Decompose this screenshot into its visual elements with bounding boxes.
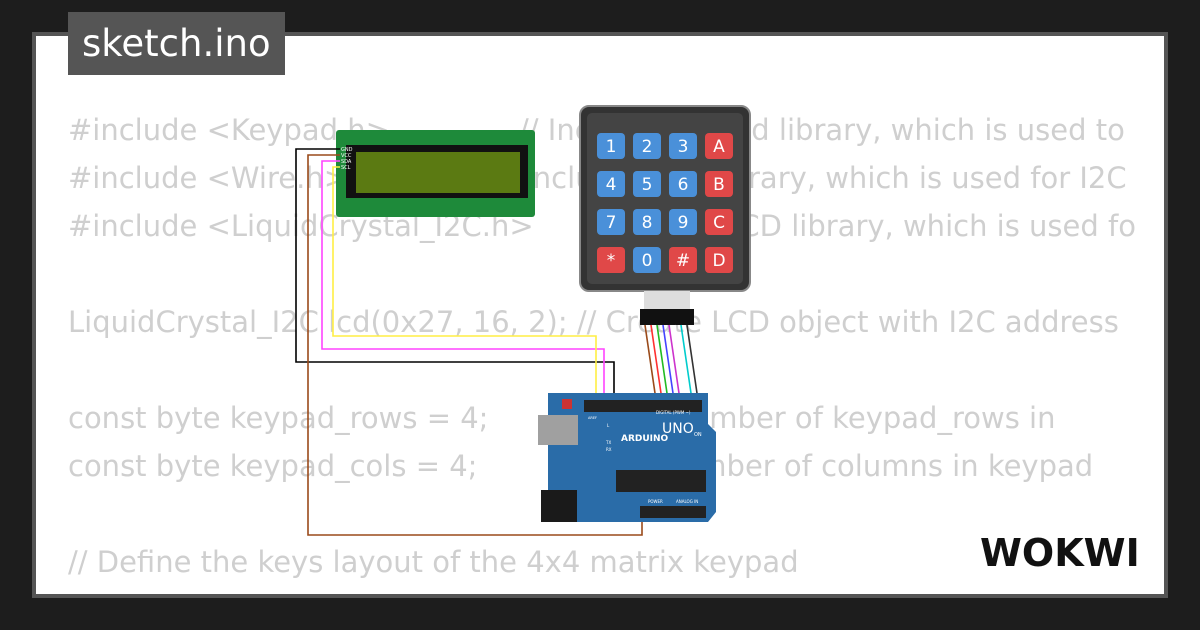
keypad-4x4[interactable]: 1 2 3 A 4 5 6 B 7 8 9 C * 0 # D bbox=[579, 105, 751, 325]
keypad-key[interactable]: # bbox=[669, 247, 697, 273]
tx-label: TX bbox=[605, 440, 611, 445]
keypad-key-label: 5 bbox=[642, 175, 653, 195]
keypad-key[interactable]: C bbox=[705, 209, 733, 235]
lcd-pin-scl: SCL bbox=[341, 165, 351, 171]
keypad-key[interactable]: * bbox=[597, 247, 625, 273]
keypad-wire bbox=[644, 324, 657, 401]
arduino-uno[interactable]: ARDUINO UNO DIGITAL (PWM ~) POWER ANALOG… bbox=[538, 393, 716, 522]
lcd-pin-gnd: GND bbox=[341, 147, 353, 153]
logo-text: WOKWI bbox=[980, 531, 1140, 575]
wire-vcc bbox=[307, 154, 643, 536]
keypad-key[interactable]: 9 bbox=[669, 209, 697, 235]
keypad-key-label: C bbox=[713, 213, 725, 233]
keypad-key-label: 6 bbox=[678, 175, 689, 195]
lcd-wires bbox=[295, 148, 643, 536]
file-tab[interactable]: sketch.ino bbox=[68, 12, 285, 75]
keypad-key[interactable]: 6 bbox=[669, 171, 697, 197]
lcd-pin-sda: SDA bbox=[341, 159, 352, 165]
keypad-wire bbox=[668, 324, 681, 401]
keypad-key[interactable]: D bbox=[705, 247, 733, 273]
arduino-model: UNO bbox=[662, 421, 694, 437]
l-label: L bbox=[607, 423, 610, 428]
keypad-key[interactable]: 3 bbox=[669, 133, 697, 159]
analog-label: ANALOG IN bbox=[676, 499, 698, 504]
keypad-key-label: 9 bbox=[678, 213, 689, 233]
keypad-key[interactable]: B bbox=[705, 171, 733, 197]
keypad-key[interactable]: 7 bbox=[597, 209, 625, 235]
power-jack bbox=[541, 490, 577, 522]
keypad-wire bbox=[680, 324, 693, 401]
code-line: // Define the keys layout of the 4x4 mat… bbox=[68, 545, 799, 579]
arduino-brand: ARDUINO bbox=[621, 434, 669, 444]
keypad-wire bbox=[686, 324, 699, 401]
keypad-wire bbox=[656, 324, 669, 401]
wokwi-logo: WOKWI bbox=[980, 531, 1140, 575]
keypad-key[interactable]: 8 bbox=[633, 209, 661, 235]
wire-gnd bbox=[295, 148, 615, 400]
lcd-pin-labels: GND VCC SDA SCL bbox=[341, 147, 353, 171]
digital-label: DIGITAL (PWM ~) bbox=[656, 410, 691, 415]
keypad-key-label: D bbox=[712, 251, 725, 271]
rx-label: RX bbox=[606, 447, 612, 452]
keypad-wire bbox=[662, 324, 675, 401]
keypad-key-label: 8 bbox=[642, 213, 653, 233]
power-label: POWER bbox=[648, 499, 663, 504]
keypad-key-label: 7 bbox=[606, 213, 617, 233]
keypad-key-label: * bbox=[607, 251, 616, 271]
keypad-key[interactable]: A bbox=[705, 133, 733, 159]
lcd-display[interactable]: GND VCC SDA SCL bbox=[336, 130, 535, 217]
keypad-key[interactable]: 1 bbox=[597, 133, 625, 159]
keypad-key[interactable]: 4 bbox=[597, 171, 625, 197]
keypad-key-label: 3 bbox=[678, 137, 689, 157]
aref-label: AREF bbox=[588, 416, 597, 420]
wire-sda bbox=[321, 160, 605, 400]
wire-scl bbox=[332, 166, 597, 400]
keypad-key-label: A bbox=[713, 137, 725, 157]
usb-port bbox=[538, 415, 578, 445]
keypad-key-label: 1 bbox=[606, 137, 617, 157]
atmega-chip bbox=[616, 470, 706, 492]
keypad-wire bbox=[674, 324, 687, 401]
code-line: char keys[keypad_rows][keypad_cols] = { bbox=[68, 586, 1136, 594]
keypad-key-label: 4 bbox=[606, 175, 617, 195]
keypad-wires bbox=[644, 324, 699, 401]
keypad-key-label: 0 bbox=[642, 251, 653, 271]
lcd-pin-vcc: VCC bbox=[341, 153, 352, 159]
keypad-key[interactable]: 5 bbox=[633, 171, 661, 197]
on-label: ON bbox=[694, 432, 702, 438]
power-analog-header bbox=[640, 506, 706, 518]
reset-button[interactable] bbox=[562, 399, 572, 409]
keypad-key-label: # bbox=[676, 251, 690, 271]
keypad-key-label: B bbox=[713, 175, 725, 195]
keypad-key-label: 2 bbox=[642, 137, 653, 157]
keypad-wire bbox=[650, 324, 663, 401]
keypad-key[interactable]: 0 bbox=[633, 247, 661, 273]
keypad-key[interactable]: 2 bbox=[633, 133, 661, 159]
digital-header bbox=[584, 400, 702, 412]
keypad-keys: 1 2 3 A 4 5 6 B 7 8 9 C * 0 # D bbox=[597, 133, 733, 273]
